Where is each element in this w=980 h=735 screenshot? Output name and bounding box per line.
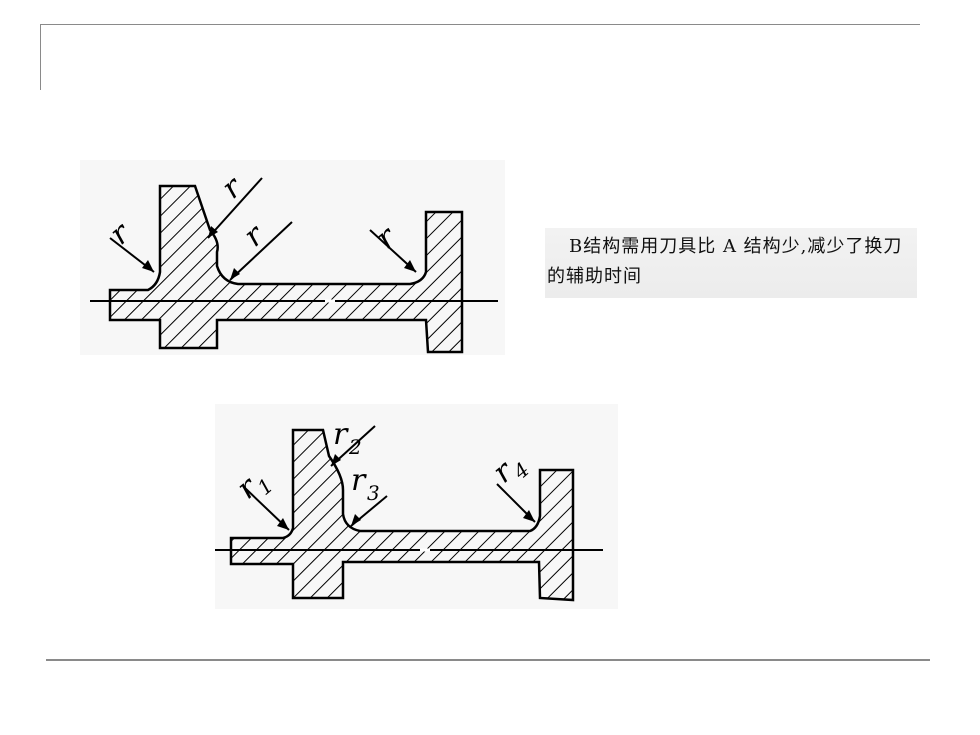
figure-b-label-r3: r [351, 463, 367, 498]
shaft-b-body [229, 428, 575, 602]
slide-left-rule [40, 24, 41, 90]
figure-b-label-r2: r [333, 417, 349, 452]
figure-b-shaft-section: r 1 r 2 r 3 r 4 [215, 404, 618, 609]
slide-top-rule [40, 24, 920, 25]
caption-text: B结构需用刀具比 A 结构少,减少了换刀的辅助时间 [547, 236, 903, 287]
slide-bottom-rule [46, 659, 930, 661]
figure-b-label-r2-sub: 2 [348, 435, 362, 459]
caption-box: B结构需用刀具比 A 结构少,减少了换刀的辅助时间 [545, 228, 917, 298]
shaft-a-body [108, 184, 464, 354]
figure-b-label-r3-sub: 3 [367, 481, 380, 505]
figure-a-shaft-section: r r r r [80, 160, 505, 355]
